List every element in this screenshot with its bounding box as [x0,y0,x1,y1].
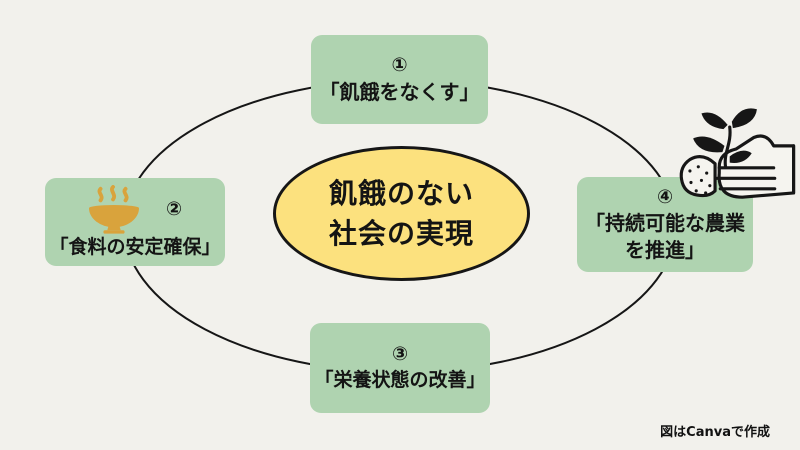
center-goal-line1: 飢餓のない [328,176,474,210]
node-1-label: 「飢餓をなくす」 [319,79,480,104]
node-1-number: ① [391,54,408,77]
node-2-number: ② [165,198,183,221]
node-4-number: ④ [656,185,674,208]
node-goal-2: ② 「食料の安定確保」 [45,178,225,266]
node-4-label-line2: を推進」 [625,238,705,263]
node-3-label: 「栄養状態の改善」 [314,369,486,391]
center-goal: 飢餓のない 社会の実現 [273,146,530,281]
credit-text: 図はCanvaで作成 [660,425,770,440]
hand-planting-seedling-icon [679,108,796,199]
node-2-header: ② [88,185,182,235]
node-2-label: 「食料の安定確保」 [49,236,221,259]
center-goal-line2: 社会の実現 [328,216,474,250]
node-4-label-line1: 「持続可能な農業 [585,211,745,236]
node-goal-3: ③ 「栄養状態の改善」 [310,323,490,413]
steaming-food-bowl-icon [88,185,139,234]
node-3-number: ③ [391,343,409,366]
node-goal-1: ① 「飢餓をなくす」 [311,35,488,124]
